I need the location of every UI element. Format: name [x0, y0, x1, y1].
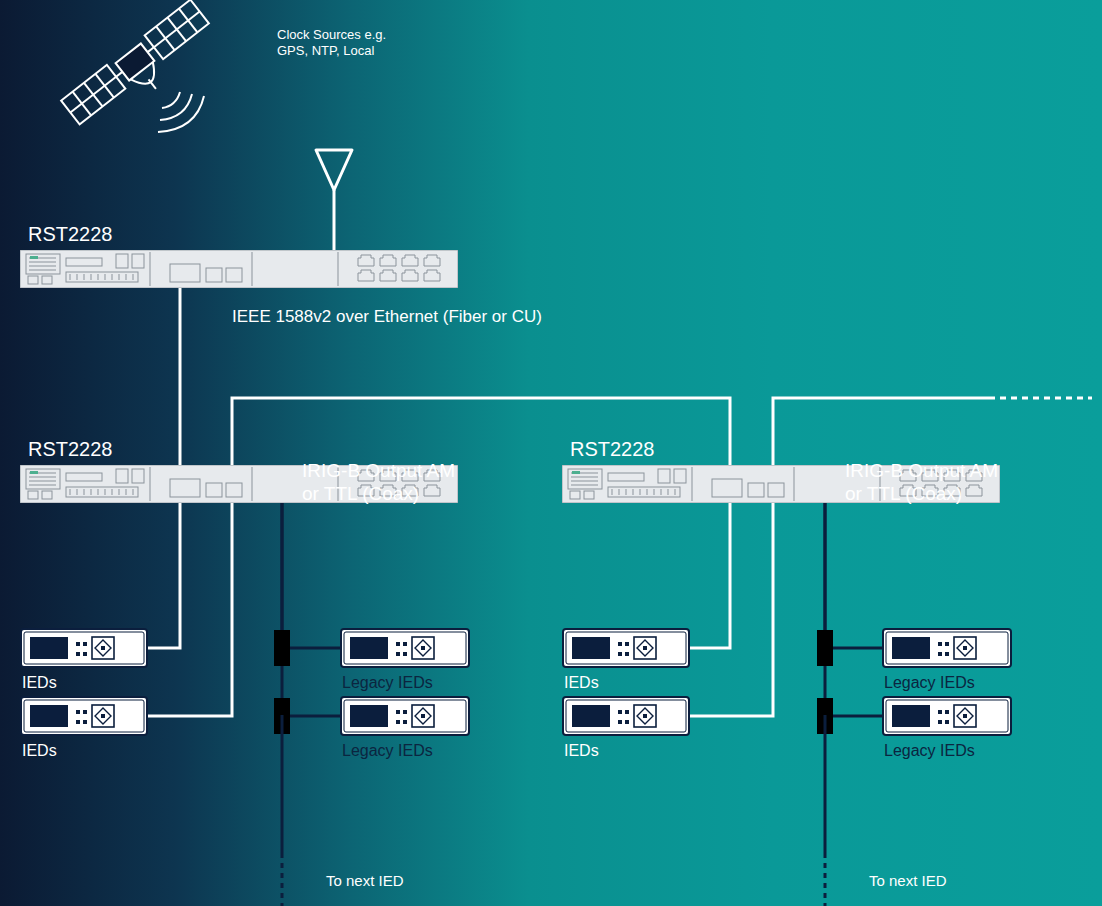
clock-switch-panel: RST2228 — [20, 250, 458, 288]
device-icon — [340, 628, 470, 668]
device-caption: Legacy IEDs — [342, 742, 433, 760]
continuation-note: To next IED — [326, 872, 404, 890]
device-caption: IEDs — [22, 674, 57, 692]
legacy-ied-device: Legacy IEDs — [882, 628, 1012, 668]
coax-line — [825, 503, 882, 716]
ethernet-line — [148, 503, 232, 716]
output-label: IRIG-B Output AM or TTL (Coax) — [845, 460, 1020, 506]
ethernet-line — [232, 398, 730, 465]
ied-device: IEDs — [20, 628, 148, 668]
coax-tee-connector — [274, 630, 290, 666]
coax-tee-connector — [817, 630, 833, 666]
device-caption: IEDs — [564, 742, 599, 760]
ied-device: IEDs — [20, 696, 148, 736]
device-icon — [20, 696, 148, 736]
device-caption: IEDs — [22, 742, 57, 760]
ied-device: IEDs — [562, 628, 690, 668]
legacy-ied-device: Legacy IEDs — [340, 696, 470, 736]
satellite-icon — [61, 0, 220, 139]
device-icon — [20, 628, 148, 668]
ethernet-line — [690, 503, 730, 648]
device-icon — [882, 628, 1012, 668]
antenna-symbol — [316, 150, 352, 250]
ethernet-continuation — [773, 398, 1092, 465]
legacy-ied-device: Legacy IEDs — [882, 696, 1012, 736]
ied-device: IEDs — [562, 696, 690, 736]
ethernet-line — [690, 503, 773, 716]
device-name: RST2228 — [28, 438, 113, 461]
coax-continuation — [282, 715, 825, 906]
device-icon — [882, 696, 1012, 736]
coax-line — [825, 503, 882, 648]
device-name: RST2228 — [570, 438, 655, 461]
coax-line — [282, 503, 340, 648]
signal-waves — [158, 92, 204, 132]
panel-drawing — [20, 250, 458, 288]
device-caption: IEDs — [564, 674, 599, 692]
ethernet-line — [179, 288, 182, 465]
clock-source-note: Clock Sources e.g. GPS, NTP, Local — [277, 27, 407, 58]
output-label: IRIG-B Output AM or TTL (Coax) — [302, 460, 477, 506]
continuation-note: To next IED — [869, 872, 947, 890]
coax-line — [282, 503, 340, 716]
ethernet-line — [148, 503, 180, 648]
device-icon — [562, 696, 690, 736]
link-label: IEEE 1588v2 over Ethernet (Fiber or CU) — [232, 307, 542, 327]
legacy-ied-device: Legacy IEDs — [340, 628, 470, 668]
device-icon — [340, 696, 470, 736]
device-caption: Legacy IEDs — [884, 742, 975, 760]
device-caption: Legacy IEDs — [342, 674, 433, 692]
device-caption: Legacy IEDs — [884, 674, 975, 692]
device-icon — [562, 628, 690, 668]
device-name: RST2228 — [28, 223, 113, 246]
